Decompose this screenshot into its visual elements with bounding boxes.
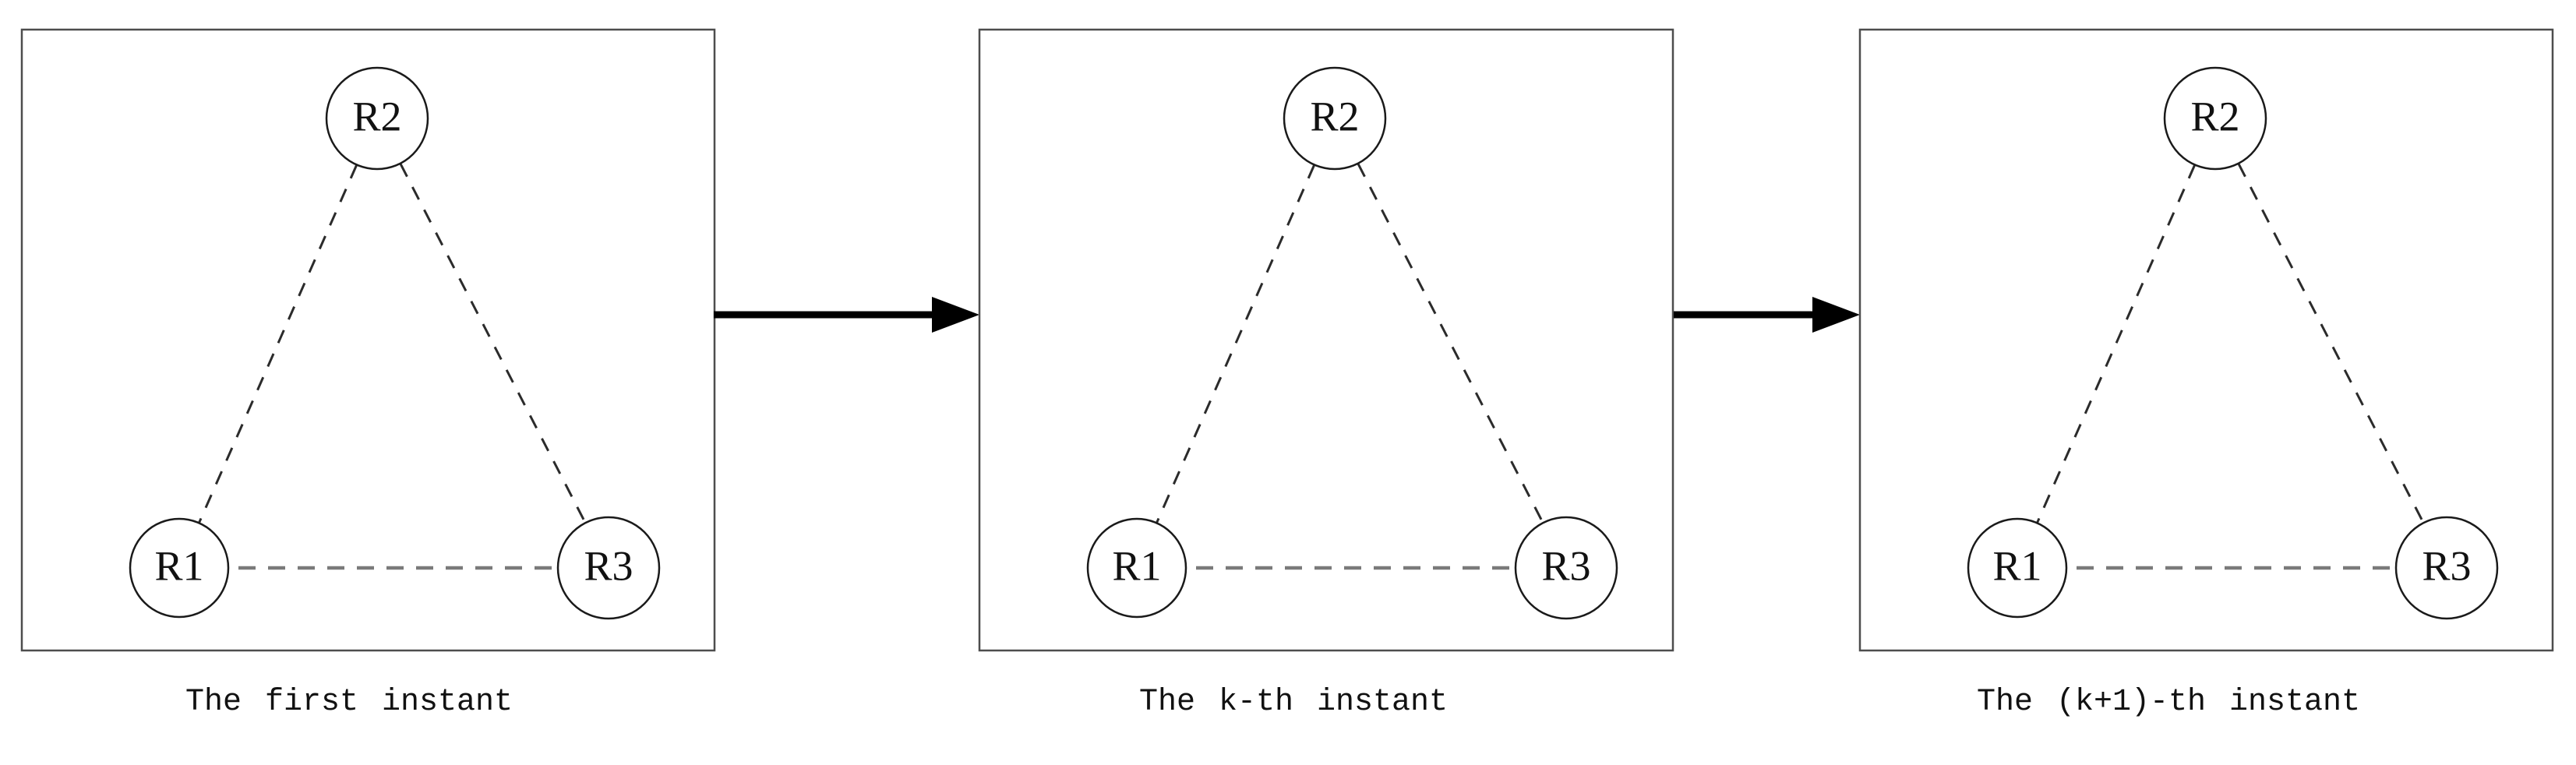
- node-label-r3: R3: [584, 542, 633, 590]
- arrow-kth-to-k1th: [1674, 297, 1860, 333]
- node-label-r2: R2: [2190, 93, 2240, 140]
- caption-kth-instant: The k-th instant: [1138, 685, 1449, 720]
- edge-r2-r1: [1135, 118, 1336, 569]
- edge-r2-r3: [2214, 118, 2448, 569]
- node-label-r3: R3: [2422, 542, 2472, 590]
- edge-r2-r3: [1333, 118, 1568, 569]
- node-label-r1: R1: [1992, 542, 2042, 590]
- edge-r2-r1: [178, 118, 379, 569]
- caption-k1th-instant: The (k+1)-th instant: [1976, 685, 2361, 720]
- panel-k1th-instant: [1858, 28, 2554, 652]
- node-circle-r1: [129, 517, 230, 619]
- panel-kth-instant: [978, 28, 1674, 652]
- panel-first-instant: [20, 28, 716, 652]
- node-label-r2: R2: [352, 93, 402, 140]
- node-circle-r3: [1514, 516, 1618, 620]
- caption-first-instant: The first instant: [185, 685, 513, 720]
- node-label-r3: R3: [1541, 542, 1591, 590]
- edge-r2-r1: [2016, 118, 2217, 569]
- arrow-head-icon: [932, 297, 979, 333]
- node-label-r2: R2: [1310, 93, 1360, 140]
- node-label-r1: R1: [154, 542, 204, 590]
- node-circle-r2: [1283, 66, 1387, 171]
- node-circle-r1: [1967, 517, 2068, 619]
- node-circle-r2: [325, 66, 429, 171]
- edge-r2-r3: [376, 118, 610, 569]
- node-circle-r1: [1086, 517, 1187, 619]
- node-circle-r3: [556, 516, 661, 620]
- node-circle-r3: [2394, 516, 2499, 620]
- node-circle-r2: [2163, 66, 2267, 171]
- arrow-head-icon: [1812, 297, 1860, 333]
- arrow-first-to-kth: [714, 297, 979, 333]
- node-label-r1: R1: [1112, 542, 1162, 590]
